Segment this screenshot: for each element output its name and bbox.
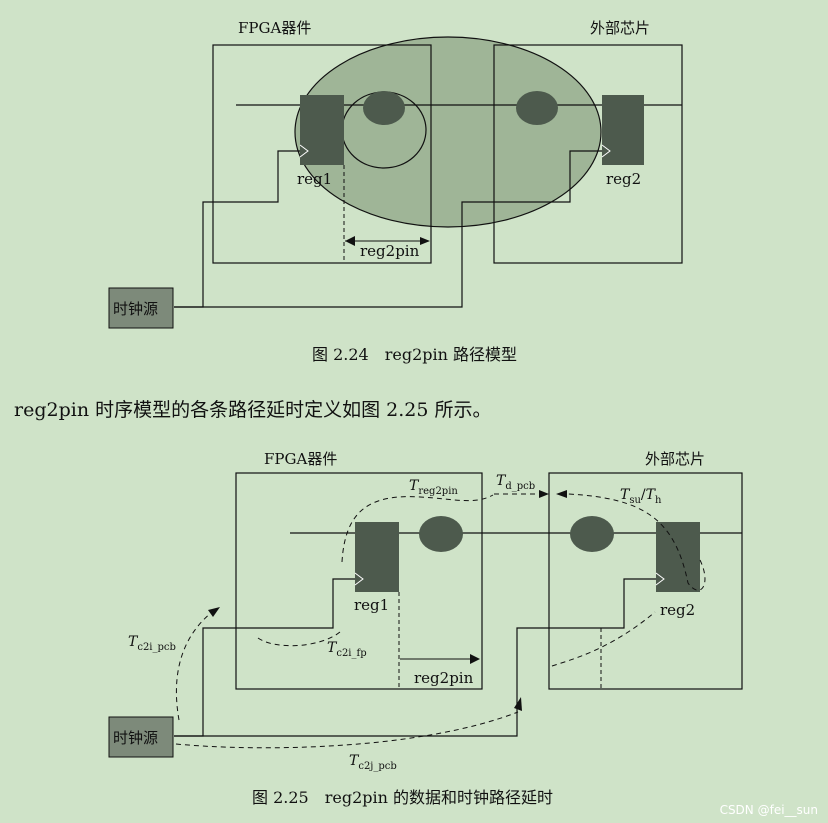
reg2-block-2 — [656, 522, 700, 592]
t-c2i-pcb-label: Tc2i_pcb — [128, 634, 176, 653]
figure-2-24: FPGA器件 外部芯片 reg1 reg2 reg2pin 时钟源 图 2.24… — [108, 19, 683, 364]
chip-io-buffer-2 — [570, 516, 614, 552]
t-c2i-fp-label: Tc2i_fp — [327, 640, 367, 659]
clock-wire-reg1 — [174, 150, 300, 308]
fpga-io-buffer-2 — [419, 516, 463, 552]
clock-wire-reg2 — [174, 150, 602, 308]
watermark: CSDN @fei__sun — [719, 803, 818, 817]
clock-source-box — [108, 287, 174, 329]
t-su-h-path — [567, 493, 706, 591]
figure-2-24-caption: 图 2.24 reg2pin 路径模型 — [312, 345, 517, 364]
t-reg2pin-path — [341, 494, 494, 563]
clock-wire-reg1-2 — [174, 578, 355, 737]
reg2-clock-triangle — [601, 144, 611, 158]
t-d-pcb-label: Td_pcb — [496, 473, 535, 492]
chip-io-buffer — [516, 91, 558, 125]
fpga-box — [212, 44, 432, 264]
t-c2j-pcb-path-to-chip — [551, 611, 656, 667]
t-c2j-pcb-path — [175, 711, 519, 749]
fpga-box-2 — [235, 472, 483, 690]
reg1-block — [300, 95, 344, 165]
t-reg2pin-label: Treg2pin — [409, 478, 458, 497]
reg1-clock-triangle — [299, 144, 309, 158]
t-c2j-pcb-label: Tc2j_pcb — [349, 753, 397, 772]
clock-source-box-2 — [108, 716, 174, 758]
external-chip-label: 外部芯片 — [590, 19, 650, 37]
reg1-clock-triangle-2 — [354, 572, 364, 586]
t-c2i-pcb-path — [175, 611, 213, 721]
external-chip-label-2: 外部芯片 — [645, 450, 705, 468]
reg1-label-2: reg1 — [354, 596, 389, 614]
reg2pin-label-2: reg2pin — [414, 669, 474, 687]
clock-source-label: 时钟源 — [113, 300, 158, 318]
reg2-label: reg2 — [606, 170, 641, 188]
path-region-ellipse — [294, 36, 602, 228]
reg2pin-label: reg2pin — [360, 242, 420, 260]
fpga-label: FPGA器件 — [238, 19, 311, 37]
fpga-io-buffer — [363, 91, 405, 125]
reg2-label-2: reg2 — [660, 601, 695, 619]
reg1-block-2 — [355, 522, 399, 592]
clock-wire-reg2-2 — [174, 578, 656, 737]
external-chip-box-2 — [548, 472, 743, 690]
body-paragraph: reg2pin 时序模型的各条路径延时定义如图 2.25 所示。 — [14, 399, 492, 421]
fpga-label-2: FPGA器件 — [264, 450, 337, 468]
t-su-h-label: Tsu/Th — [620, 487, 662, 506]
external-chip-box — [493, 44, 683, 264]
figure-2-25: FPGA器件 外部芯片 reg1 reg2 reg2pin — [108, 450, 743, 807]
reg1-label: reg1 — [297, 170, 332, 188]
clock-source-label-2: 时钟源 — [113, 729, 158, 747]
reg2-block — [602, 95, 644, 165]
reg2-clock-triangle-2 — [655, 572, 665, 586]
figure-2-25-caption: 图 2.25 reg2pin 的数据和时钟路径延时 — [252, 788, 553, 807]
